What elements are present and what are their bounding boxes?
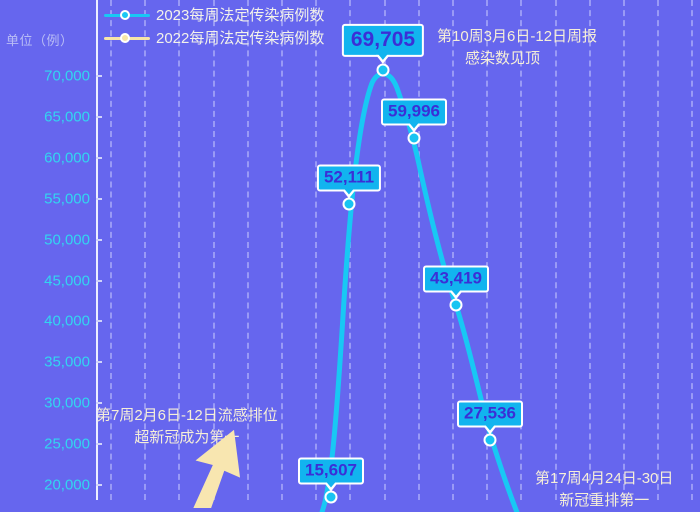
y-axis-tick-label: 45,000 bbox=[44, 272, 90, 289]
y-axis-tick-mark bbox=[96, 443, 102, 446]
data-point-marker[interactable] bbox=[342, 197, 356, 211]
annotation-flu-rank-note: 第7周2月6日-12日流感排位 超新冠成为第一 bbox=[96, 405, 278, 449]
data-point-label[interactable]: 69,705 bbox=[341, 23, 425, 65]
annotation-flu-line1: 第7周2月6日-12日流感排位 bbox=[96, 407, 278, 424]
y-axis-tick-label: 65,000 bbox=[44, 108, 90, 126]
annotation-week17-line1: 第17周4月24日-30日 bbox=[535, 470, 674, 487]
y-axis-tick-mark bbox=[96, 75, 102, 77]
y-axis-tick-mark bbox=[96, 279, 102, 282]
annotation-peak-note: 第10周3月6日-12日周报 感染数见顶 bbox=[437, 26, 597, 70]
gridline-vertical bbox=[452, 0, 454, 500]
data-point-marker[interactable] bbox=[376, 63, 390, 77]
gridline-vertical bbox=[212, 0, 215, 500]
data-point-marker[interactable] bbox=[407, 131, 421, 145]
gridline-vertical bbox=[383, 0, 386, 500]
annotation-peak-line1: 第10周3月6日-12日周报 bbox=[437, 28, 598, 45]
data-point-label[interactable]: 27,536 bbox=[457, 400, 523, 434]
gridline-vertical bbox=[554, 0, 557, 500]
gridline-vertical bbox=[417, 0, 420, 500]
legend-label-2023: 2023每周法定传染病例数 bbox=[156, 7, 325, 24]
gridline-vertical bbox=[691, 0, 694, 500]
y-axis-tick-label: 30,000 bbox=[44, 394, 90, 412]
legend-marker-2022 bbox=[104, 31, 150, 45]
y-axis-tick-mark bbox=[96, 197, 102, 200]
gridline-vertical bbox=[486, 0, 489, 500]
legend-item-2023[interactable]: 2023每周法定传染病例数 bbox=[104, 4, 324, 25]
legend-label-2022: 2022每周法定传染病例数 bbox=[156, 30, 325, 47]
y-axis-tick-label: 20,000 bbox=[44, 476, 90, 494]
y-axis-tick-mark bbox=[96, 361, 102, 364]
legend-marker-2023 bbox=[104, 8, 150, 22]
annotation-flu-line2: 超新冠成为第一 bbox=[134, 428, 240, 446]
y-axis-tick-mark bbox=[96, 484, 102, 486]
data-point-marker[interactable] bbox=[324, 490, 338, 504]
gridline-vertical bbox=[623, 0, 625, 500]
gridline-vertical bbox=[281, 0, 283, 500]
y-axis-tick-label: 55,000 bbox=[44, 190, 90, 208]
data-point-label[interactable]: 15,607 bbox=[298, 457, 364, 491]
data-point-marker[interactable] bbox=[483, 433, 497, 447]
annotation-week17-note: 第17周4月24日-30日 新冠重排第一 bbox=[535, 468, 673, 512]
data-point-label[interactable]: 52,111 bbox=[316, 164, 382, 198]
y-axis-tick-label: 25,000 bbox=[44, 435, 90, 453]
chart-legend[interactable]: 2023每周法定传染病例数 2022每周法定传染病例数 bbox=[104, 4, 324, 48]
gridline-vertical bbox=[246, 0, 249, 500]
legend-item-2022[interactable]: 2022每周法定传染病例数 bbox=[104, 27, 324, 48]
gridline-vertical bbox=[110, 0, 112, 500]
y-axis-tick-label: 60,000 bbox=[44, 149, 90, 167]
y-axis-tick-label: 50,000 bbox=[44, 231, 90, 249]
gridline-vertical bbox=[588, 0, 591, 500]
y-axis-line bbox=[96, 0, 98, 500]
annotation-week17-line2: 新冠重排第一 bbox=[559, 491, 650, 509]
y-axis-tick-mark bbox=[96, 320, 102, 323]
y-axis-tick-mark bbox=[96, 115, 102, 118]
gridline-vertical bbox=[315, 0, 318, 500]
y-axis-tick-label: 70,000 bbox=[44, 67, 90, 85]
y-axis-tick-mark bbox=[96, 402, 102, 405]
y-axis-tick-mark bbox=[96, 156, 102, 159]
gridline-vertical bbox=[657, 0, 660, 500]
gridline-vertical bbox=[520, 0, 523, 500]
y-axis-tick-label: 40,000 bbox=[44, 312, 90, 330]
y-axis-ticks: 70,000 65,000 60,000 55,000 50,000 45,000 40,0… bbox=[0, 0, 90, 500]
arrow-up-right-icon bbox=[193, 430, 241, 508]
gridline-vertical bbox=[178, 0, 181, 500]
y-axis-unit-label: 单位（例） bbox=[6, 33, 74, 48]
data-point-label[interactable]: 59,996 bbox=[381, 98, 447, 132]
gridline-vertical bbox=[349, 0, 352, 500]
y-axis-tick-label: 35,000 bbox=[44, 353, 90, 371]
data-point-marker[interactable] bbox=[449, 298, 463, 312]
gridline-vertical bbox=[144, 0, 147, 500]
data-point-label[interactable]: 43,419 bbox=[423, 265, 489, 299]
y-axis-tick-mark bbox=[96, 238, 102, 241]
annotation-peak-line2: 感染数见顶 bbox=[465, 49, 541, 67]
